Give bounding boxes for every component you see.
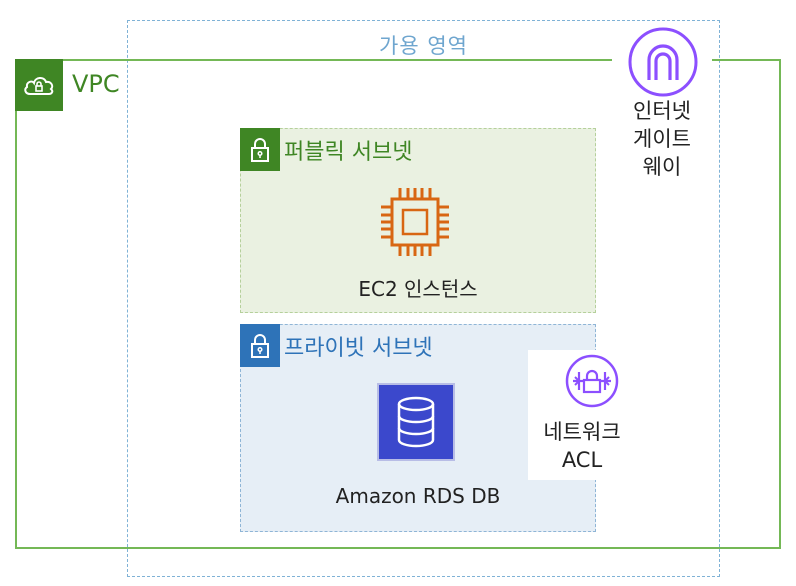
chip-icon [381,188,449,256]
public-subnet-badge [240,128,280,171]
lock-icon [251,333,269,358]
acl-shield-icon [565,354,619,408]
cloud-icon [24,77,54,95]
rds-db-label: Amazon RDS DB [335,484,501,508]
internet-gateway-label-line: 인터넷 [633,99,691,123]
availability-zone-boundary [127,20,720,577]
lock-icon [251,137,269,162]
vpc-badge [15,59,63,111]
ec2-instance-label: EC2 인스턴스 [358,277,478,301]
internet-gateway-label: 인터넷 게이트 웨이 [600,97,724,181]
vpc-boundary [15,59,781,549]
internet-gateway-label-line: 게이트 [633,127,691,151]
internet-gateway-label-line: 웨이 [642,155,682,179]
private-subnet-badge [240,324,280,367]
network-acl-label-line: ACL [561,448,603,472]
network-acl-label-line: 네트워크 [543,420,621,444]
private-subnet-label: 프라이빗 서브넷 [284,336,433,361]
rds-tile [377,383,455,461]
availability-zone-label: 가용 영역 [379,34,468,58]
vpc-label: VPC [72,70,120,98]
gateway-arch-icon [628,27,698,97]
public-subnet [240,128,596,313]
database-icon [397,396,435,448]
network-acl-label: 네트워크 ACL [520,418,644,474]
public-subnet-label: 퍼블릭 서브넷 [284,140,413,165]
